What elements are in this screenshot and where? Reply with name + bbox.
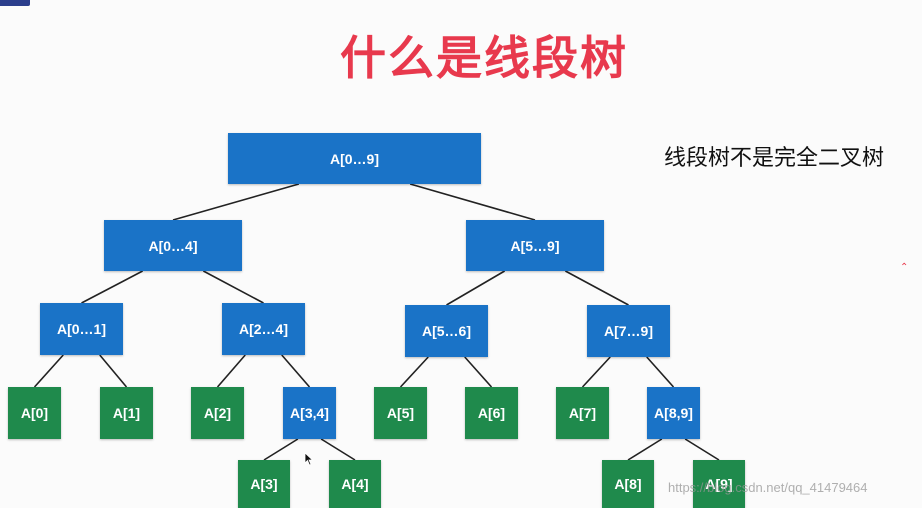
edge-n3_4-l3 [263,438,299,461]
edge-n0_1-l0 [33,354,64,388]
tree-node-l7: A[7] [556,387,609,439]
tree-node-l0: A[0] [8,387,61,439]
edge-n5_6-l5 [399,356,429,388]
edge-n5_9-n5_6 [446,270,506,306]
tree-node-l2: A[2] [191,387,244,439]
tree-node-n0_9: A[0…9] [228,133,481,184]
tree-node-l6: A[6] [465,387,518,439]
tree-node-l4: A[4] [329,460,381,508]
edge-n5_9-n7_9 [564,270,629,306]
edge-n2_4-l2 [216,354,246,388]
slide-title: 什么是线段树 [340,31,628,85]
mouse-cursor-icon [304,452,314,466]
tree-node-n8_9: A[8,9] [647,387,700,439]
tree-node-l8: A[8] [602,460,654,508]
tree-node-n7_9: A[7…9] [587,305,670,357]
watermark: https://blog.csdn.net/qq_41479464 [668,480,868,495]
edge-n5_6-l6 [464,356,493,388]
edge-n0_4-n2_4 [202,270,264,304]
corner-app-icon [0,0,30,6]
tree-node-l3: A[3] [238,460,290,508]
edge-n7_9-n8_9 [646,356,675,388]
red-mark-icon: ⌃ [900,262,909,273]
edge-n7_9-l7 [581,356,611,388]
edge-n0_1-l1 [99,354,128,388]
tree-node-n5_9: A[5…9] [466,220,604,271]
edge-n0_4-n0_1 [81,270,144,304]
tree-node-n0_4: A[0…4] [104,220,242,271]
tree-node-n3_4: A[3,4] [283,387,336,439]
edge-n0_9-n5_9 [409,183,536,221]
tree-node-n0_1: A[0…1] [40,303,123,355]
tree-node-n5_6: A[5…6] [405,305,488,357]
tree-node-l5: A[5] [374,387,427,439]
tree-node-n2_4: A[2…4] [222,303,305,355]
edge-n0_9-n0_4 [172,183,300,221]
edge-n3_4-l4 [320,438,356,461]
edge-n8_9-l8 [627,438,663,461]
tree-node-l1: A[1] [100,387,153,439]
edge-n8_9-l9 [684,438,720,461]
side-note: 线段树不是完全二叉树 [664,146,885,171]
edge-n2_4-n3_4 [281,354,311,388]
tree-node-l9: A[9] [693,460,745,508]
